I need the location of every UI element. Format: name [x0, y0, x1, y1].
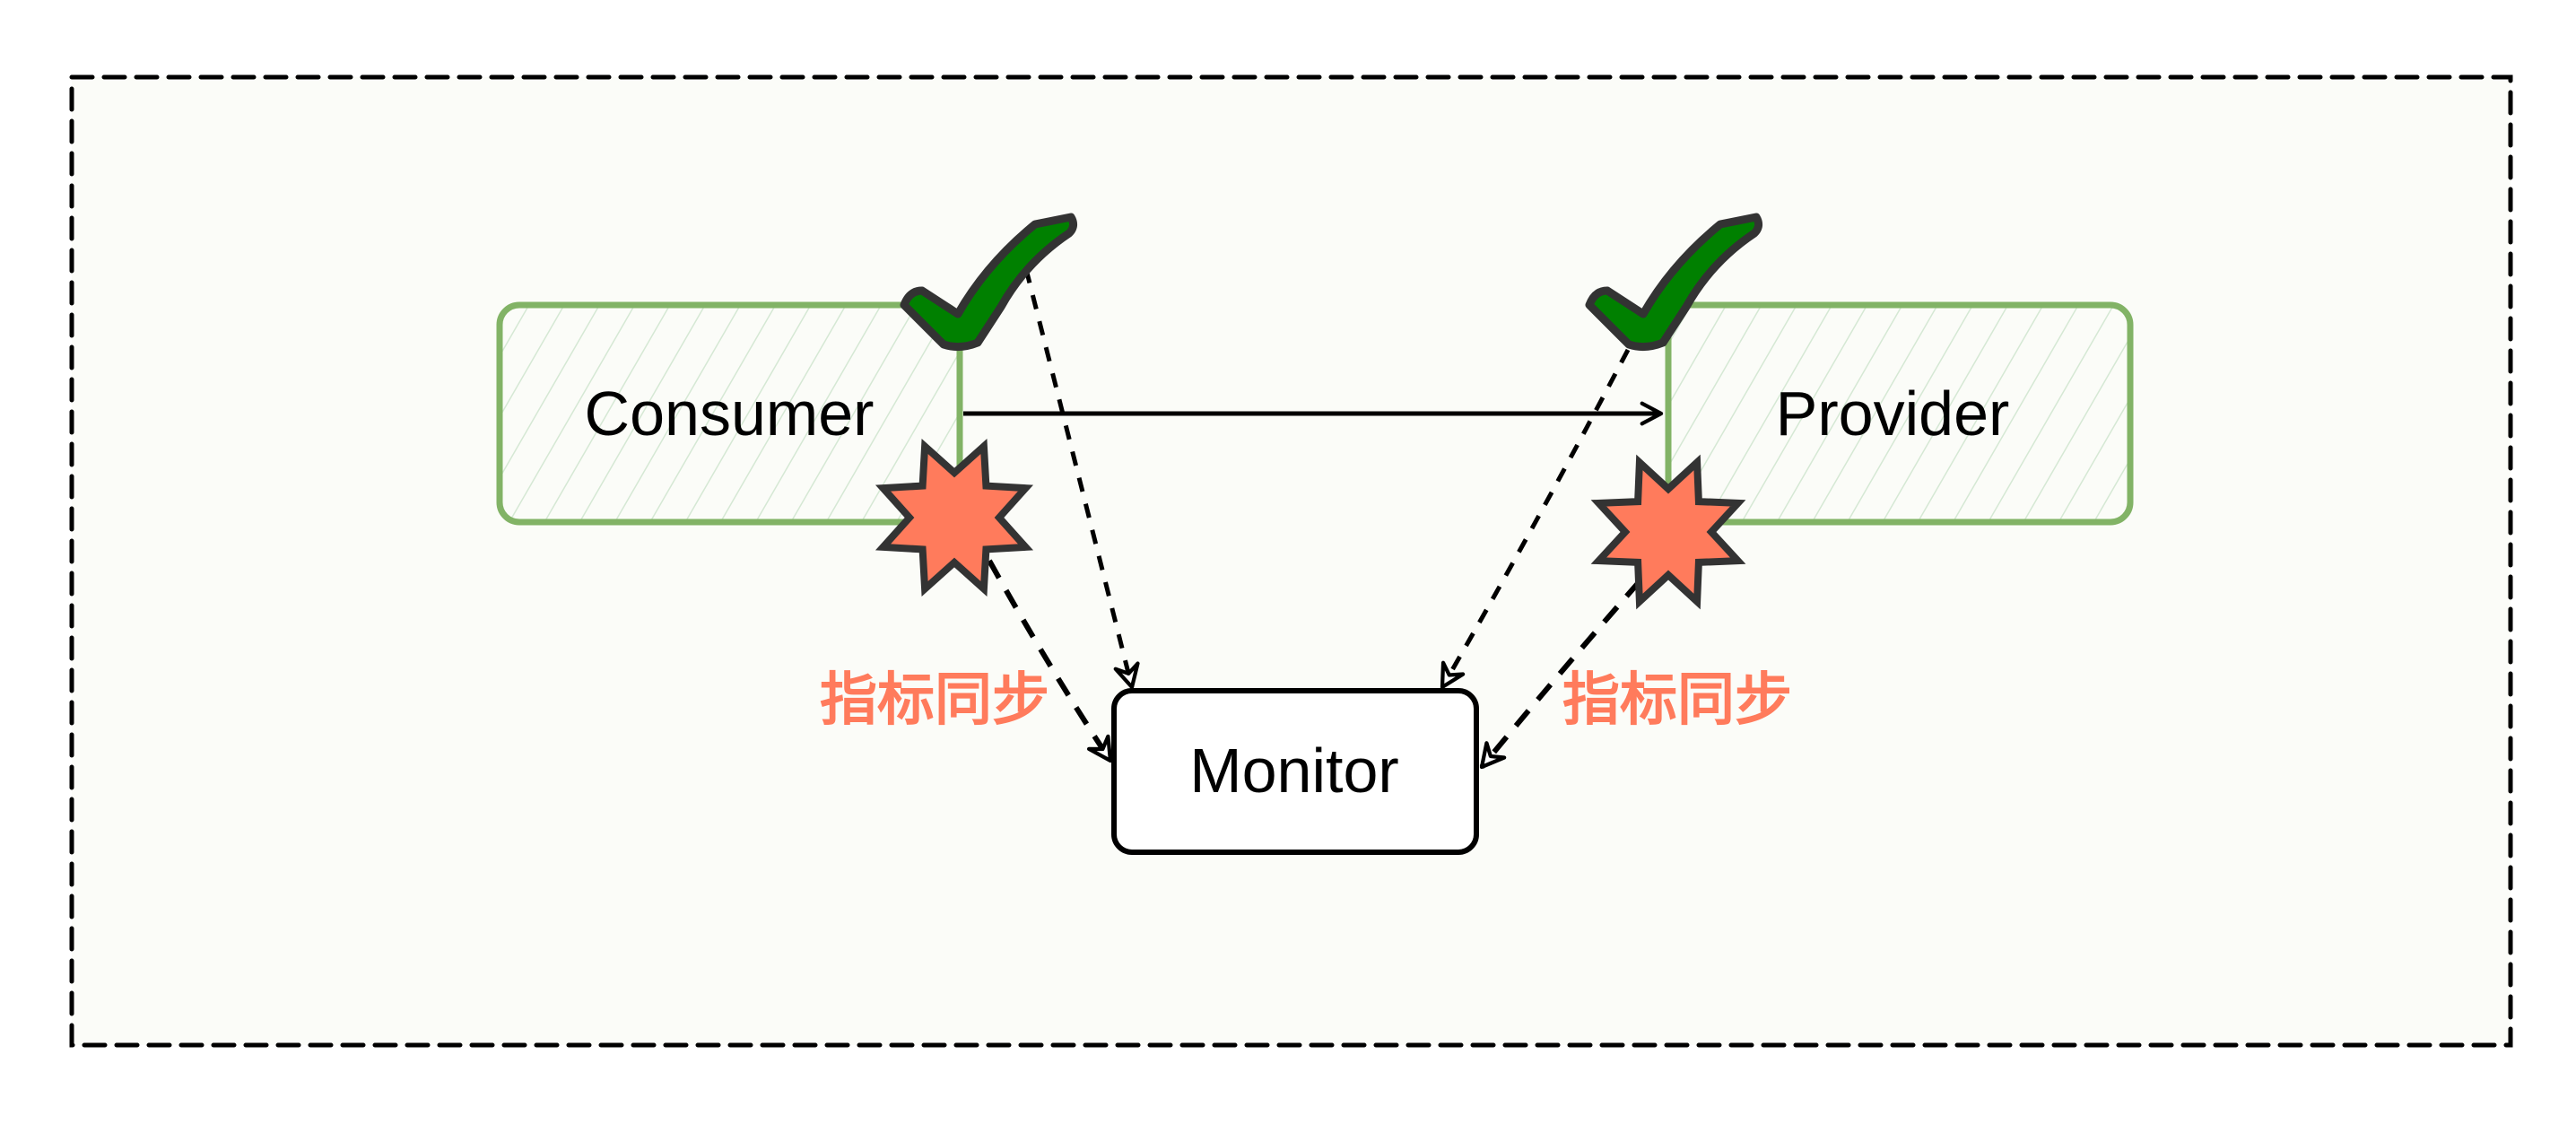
consumer-label: Consumer [585, 379, 875, 449]
monitor-node[interactable]: Monitor [1111, 688, 1479, 855]
consumer-box[interactable] [496, 301, 963, 526]
system-boundary-frame [69, 74, 2513, 1048]
provider-burst-to-monitor-edge[interactable] [1479, 580, 1642, 770]
provider-check-to-monitor-edge[interactable] [1440, 348, 1631, 690]
consumer-burst-to-monitor-edge[interactable] [987, 559, 1113, 763]
provider-node[interactable]: Provider [1665, 301, 2134, 526]
consumer-burst-icon [875, 438, 1034, 597]
consumer-node[interactable]: Consumer [496, 301, 963, 526]
monitor-label: Monitor [1189, 736, 1398, 806]
monitor-box[interactable] [1111, 688, 1479, 855]
provider-label: Provider [1776, 379, 2010, 449]
provider-checkmark-icon [1585, 213, 1763, 352]
left-sync-label: 指标同步 [820, 667, 1049, 734]
consumer-checkmark-icon [900, 213, 1078, 352]
right-sync-label: 指标同步 [1562, 667, 1792, 734]
provider-burst-icon [1590, 454, 1746, 610]
provider-box[interactable] [1665, 301, 2134, 526]
consumer-check-to-monitor-edge[interactable] [1023, 268, 1140, 690]
